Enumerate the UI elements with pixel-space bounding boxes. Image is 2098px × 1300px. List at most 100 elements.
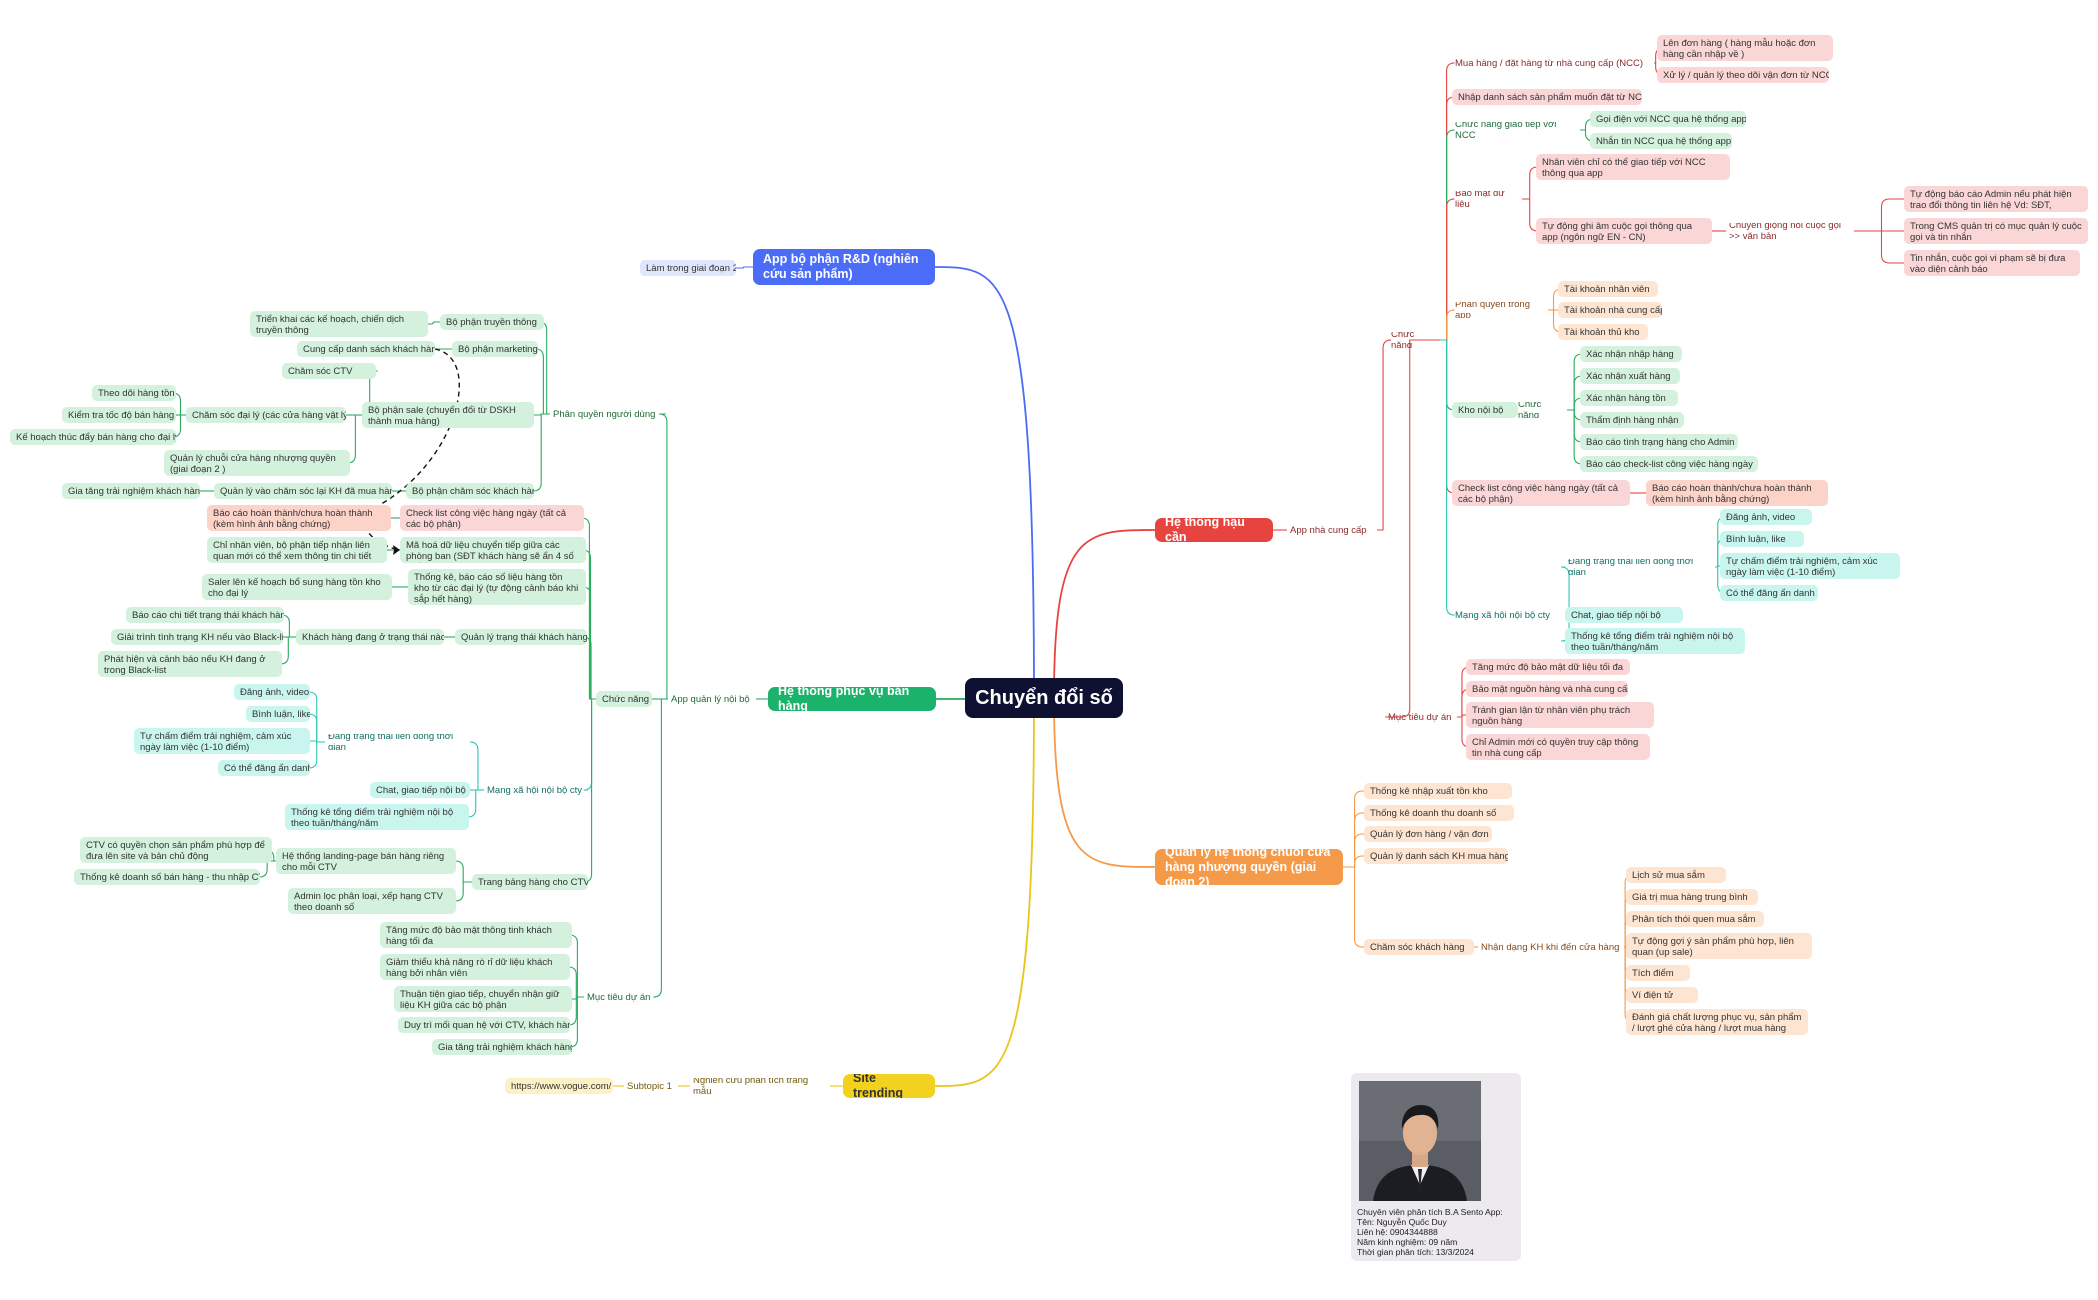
mindmap-node-tu-dong-bao-cao-admin-neu-phat-hien-trao[interactable]: Tự động báo cáo Admin nếu phát hiện trao… <box>1904 186 2088 212</box>
mindmap-node-check-list-cong-viec-hang-ngay-tat-ca-ca[interactable]: Check list công việc hàng ngày (tất cả c… <box>1452 480 1630 506</box>
mindmap-node-xac-nhan-nhap-hang[interactable]: Xác nhận nhập hàng <box>1580 346 1682 362</box>
mindmap-node-muc-tieu-du-an[interactable]: Mục tiêu dự án <box>1388 711 1452 723</box>
mindmap-node-vi-dien-tu[interactable]: Ví điện tử <box>1626 987 1698 1003</box>
mindmap-node-gia-tang-trai-nghiem-khach-hang[interactable]: Gia tăng trải nghiệm khách hàng <box>62 483 200 499</box>
mindmap-node-he-thong-hau-can[interactable]: Hệ thống hậu cần <box>1155 518 1273 542</box>
mindmap-node-chuc-nang[interactable]: Chức năng <box>596 691 652 707</box>
mindmap-node-lich-su-mua-sam[interactable]: Lịch sử mua sắm <box>1626 867 1726 883</box>
mindmap-node-nhan-dang-kh-khi-den-cua-hang[interactable]: Nhận dạng KH khi đến cửa hàng <box>1481 941 1620 953</box>
mindmap-node-kiem-tra-toc-do-ban-hang[interactable]: Kiểm tra tốc độ bán hàng <box>62 407 176 423</box>
mindmap-node-nhap-danh-sach-san-pham-muon-dat-tu-ncc[interactable]: Nhập danh sách sản phẩm muốn đặt từ NCC <box>1452 89 1642 105</box>
mindmap-node-chuyen-giong-noi-cuoc-goi-van-ban[interactable]: Chuyển giọng nói cuộc gọi >> văn bản <box>1729 223 1841 239</box>
mindmap-node-tai-khoan-thu-kho[interactable]: Tài khoản thủ kho <box>1558 324 1648 340</box>
mindmap-node-tranh-gian-lan-tu-nhan-vien-phu-trach-ng[interactable]: Tránh gian lận từ nhân viên phụ trách ng… <box>1466 702 1654 728</box>
root-node[interactable]: Chuyển đổi số <box>965 678 1123 718</box>
mindmap-node-check-list-cong-viec-hang-ngay-tat-ca-ca[interactable]: Check list công việc hàng ngày (tất cả c… <box>400 505 584 531</box>
mindmap-node-nhan-vien-chi-co-the-giao-tiep-voi-ncc-t[interactable]: Nhân viên chỉ có thể giao tiếp với NCC t… <box>1536 154 1730 180</box>
mindmap-node-bao-cao-hoan-thanh-chua-hoan-thanh-kem-h[interactable]: Báo cáo hoàn thành/chưa hoàn thành (kèm … <box>1646 480 1828 506</box>
mindmap-node-quan-ly-chuoi-cua-hang-nhuong-quyen-giai[interactable]: Quản lý chuỗi cửa hàng nhượng quyền (gia… <box>164 450 350 476</box>
mindmap-node-nhan-tin-ncc-qua-he-thong-app[interactable]: Nhắn tin NCC qua hệ thống app <box>1590 133 1732 149</box>
mindmap-node-thong-ke-tong-diem-trai-nghiem-noi-bo-th[interactable]: Thống kê tổng điểm trải nghiệm nội bộ th… <box>285 804 469 830</box>
mindmap-node-khach-hang-dang-o-trang-thai-nao[interactable]: Khách hàng đang ở trạng thái nào <box>296 629 444 645</box>
mindmap-node-xu-ly-quan-ly-theo-doi-van-don-tu-ncc[interactable]: Xử lý / quản lý theo dõi vận đơn từ NCC <box>1657 67 1829 83</box>
mindmap-node-bao-cao-hoan-thanh-chua-hoan-thanh-kem-h[interactable]: Báo cáo hoàn thành/chưa hoàn thành (kèm … <box>207 505 391 531</box>
mindmap-node-dang-anh-video[interactable]: Đăng ảnh, video <box>234 684 310 700</box>
mindmap-node-cung-cap-danh-sach-khach-hang[interactable]: Cung cấp danh sách khách hàng <box>297 341 435 357</box>
mindmap-node-app-nha-cung-cap[interactable]: App nhà cung cấp <box>1290 524 1367 536</box>
mindmap-node-chat-giao-tiep-noi-bo[interactable]: Chat, giao tiếp nội bộ <box>370 782 470 798</box>
mindmap-node-dang-trang-thai-lien-dong-thoi-gian[interactable]: Đăng trạng thái liên dòng thời gian <box>328 734 454 750</box>
mindmap-node-thong-ke-tong-diem-trai-nghiem-noi-bo-th[interactable]: Thống kê tổng điểm trải nghiệm nội bộ th… <box>1565 628 1745 654</box>
mindmap-node-phan-tich-thoi-quen-mua-sam[interactable]: Phân tích thói quen mua sắm <box>1626 911 1764 927</box>
mindmap-node-phat-hien-va-canh-bao-neu-kh-dang-o-tron[interactable]: Phát hiện và cảnh báo nếu KH đang ở tron… <box>98 651 282 677</box>
mindmap-node-he-thong-landing-page-ban-hang-rieng-cho[interactable]: Hệ thống landing-page bán hàng riêng cho… <box>276 848 456 874</box>
mindmap-node-https-www-vogue-com[interactable]: https://www.vogue.com/ <box>505 1078 613 1094</box>
mindmap-node-chuc-nang[interactable]: Chức năng <box>1391 332 1415 348</box>
mindmap-node-binh-luan-like[interactable]: Bình luận, like <box>246 706 310 722</box>
mindmap-node-giai-trinh-tinh-trang-kh-neu-vao-black-l[interactable]: Giải trình tình trạng KH nếu vào Black-l… <box>111 629 283 645</box>
mindmap-node-app-quan-ly-noi-bo[interactable]: App quản lý nội bộ <box>671 693 750 705</box>
mindmap-node-theo-doi-hang-ton[interactable]: Theo dõi hàng tồn <box>92 385 176 401</box>
mindmap-node-bao-mat-du-lieu[interactable]: Bảo mật dữ liệu <box>1455 191 1505 207</box>
mindmap-node-nghien-cuu-phan-tich-trang-mau[interactable]: Nghiên cứu phân tích trang mẫu <box>693 1078 809 1094</box>
mindmap-node-site-trending[interactable]: Site trending <box>843 1074 935 1098</box>
mindmap-node-giam-thieu-kha-nang-ro-ri-du-lieu-khach-[interactable]: Giảm thiểu khả năng rò rỉ dữ liệu khách … <box>380 954 570 980</box>
mindmap-node-chuc-nang[interactable]: Chức năng <box>1518 402 1542 418</box>
mindmap-node-co-the-dang-an-danh[interactable]: Có thể đăng ẩn danh <box>218 760 310 776</box>
mindmap-node-duy-tri-moi-quan-he-voi-ctv-khach-hang[interactable]: Duy trì mối quan hệ với CTV, khách hàng <box>398 1017 570 1033</box>
mindmap-node-trang-bang-hang-cho-ctv[interactable]: Trang bảng hàng cho CTV <box>472 874 588 890</box>
mindmap-node-tu-cham-diem-trai-nghiem-cam-xuc-ngay-la[interactable]: Tự chấm điểm trải nghiệm, cảm xúc ngày l… <box>1720 553 1900 579</box>
mindmap-node-trien-khai-cac-ke-hoach-chien-dich-truye[interactable]: Triển khai các kế hoạch, chiến dịch truy… <box>250 311 428 337</box>
mindmap-node-len-don-hang-hang-mau-hoac-don-hang-can-[interactable]: Lên đơn hàng ( hàng mẫu hoặc đơn hàng cầ… <box>1657 35 1833 61</box>
mindmap-node-dang-trang-thai-lien-dong-thoi-gian[interactable]: Đăng trạng thái liên dòng thời gian <box>1568 559 1694 575</box>
mindmap-node-phan-quyen-nguoi-dung[interactable]: Phân quyền người dùng <box>553 408 656 420</box>
mindmap-node-bo-phan-marketing[interactable]: Bộ phận marketing <box>452 341 538 357</box>
mindmap-node-cham-soc-dai-ly-cac-cua-hang-vat-ly[interactable]: Chăm sóc đại lý (các cửa hàng vật lý) <box>186 407 346 423</box>
mindmap-node-goi-dien-voi-ncc-qua-he-thong-app[interactable]: Gọi điện với NCC qua hệ thống app <box>1590 111 1746 127</box>
mindmap-node-cham-soc-ctv[interactable]: Chăm sóc CTV <box>282 363 376 379</box>
mindmap-node-dang-anh-video[interactable]: Đăng ảnh, video <box>1720 509 1812 525</box>
mindmap-node-tai-khoan-nhan-vien[interactable]: Tài khoản nhân viên <box>1558 281 1658 297</box>
mindmap-node-ma-hoa-du-lieu-chuyen-tiep-giua-cac-phon[interactable]: Mã hoá dữ liệu chuyển tiếp giữa các phòn… <box>400 537 586 563</box>
mindmap-node-ctv-co-quyen-chon-san-pham-phu-hop-de-du[interactable]: CTV có quyền chọn sản phẩm phù hợp để đư… <box>80 837 272 863</box>
mindmap-node-tham-dinh-hang-nhan[interactable]: Thẩm định hàng nhận <box>1580 412 1684 428</box>
mindmap-node-mang-xa-hoi-noi-bo-cty[interactable]: Mạng xã hội nội bộ cty <box>487 784 583 796</box>
mindmap-node-muc-tieu-du-an[interactable]: Mục tiêu dự án <box>587 991 651 1003</box>
mindmap-node-quan-ly-danh-sach-kh-mua-hang[interactable]: Quản lý danh sách KH mua hàng <box>1364 848 1508 864</box>
mindmap-node-phan-quyen-trong-app[interactable]: Phân quyền trong app <box>1455 302 1531 318</box>
mindmap-node-bo-phan-cham-soc-khach-hang[interactable]: Bộ phận chăm sóc khách hàng <box>406 483 534 499</box>
mindmap-node-mua-hang-dat-hang-tu-nha-cung-cap-ncc[interactable]: Mua hàng / đặt hàng từ nhà cung cấp (NCC… <box>1455 57 1644 69</box>
mindmap-node-xac-nhan-hang-ton[interactable]: Xác nhận hàng tồn <box>1580 390 1678 406</box>
mindmap-node-kho-noi-bo[interactable]: Kho nội bộ <box>1452 402 1518 418</box>
mindmap-node-bao-cao-tinh-trang-hang-cho-admin[interactable]: Báo cáo tình trạng hàng cho Admin <box>1580 434 1738 450</box>
mindmap-node-bao-mat-nguon-hang-va-nha-cung-cap[interactable]: Bảo mật nguồn hàng và nhà cung cấp <box>1466 681 1628 697</box>
mindmap-node-bao-cao-chi-tiet-trang-thai-khach-hang[interactable]: Báo cáo chi tiết trạng thái khách hàng <box>126 607 284 623</box>
mindmap-node-bo-phan-truyen-thong[interactable]: Bộ phận truyền thông <box>440 314 544 330</box>
mindmap-node-quan-ly-trang-thai-khach-hang[interactable]: Quản lý trạng thái khách hàng <box>455 629 587 645</box>
mindmap-node-he-thong-phuc-vu-ban-hang[interactable]: Hệ thống phục vụ bán hàng <box>768 687 936 711</box>
mindmap-node-xac-nhan-xuat-hang[interactable]: Xác nhận xuất hàng <box>1580 368 1680 384</box>
mindmap-node-chat-giao-tiep-noi-bo[interactable]: Chat, giao tiếp nội bộ <box>1565 607 1683 623</box>
mindmap-node-quan-ly-vao-cham-soc-lai-kh-da-mua-hang[interactable]: Quản lý vào chăm sóc lại KH đã mua hàng <box>214 483 392 499</box>
mindmap-node-chuc-nang-giao-tiep-voi-ncc[interactable]: Chức năng giao tiếp với NCC <box>1455 122 1557 138</box>
mindmap-node-chi-admin-moi-co-quyen-truy-cap-thong-ti[interactable]: Chỉ Admin mới có quyền truy cập thông ti… <box>1466 734 1650 760</box>
mindmap-node-mang-xa-hoi-noi-bo-cty[interactable]: Mạng xã hội nội bộ cty <box>1455 609 1551 621</box>
mindmap-node-saler-len-ke-hoach-bo-sung-hang-ton-kho-[interactable]: Saler lên kế hoạch bổ sung hàng tồn kho … <box>202 574 392 600</box>
mindmap-node-cham-soc-khach-hang[interactable]: Chăm sóc khách hàng <box>1364 939 1474 955</box>
mindmap-node-thong-ke-bao-cao-so-lieu-hang-ton-kho-tu[interactable]: Thống kê, báo cáo số liệu hàng tồn kho t… <box>408 569 586 605</box>
mindmap-node-tu-dong-ghi-am-cuoc-goi-thong-qua-app-ng[interactable]: Tự động ghi âm cuộc gọi thông qua app (n… <box>1536 218 1712 244</box>
mindmap-node-tang-muc-do-bao-mat-thong-tinh-khach-han[interactable]: Tăng mức độ bảo mật thông tinh khách hàn… <box>380 922 572 948</box>
mindmap-node-gia-tang-trai-nghiem-khach-hang[interactable]: Gia tăng trải nghiệm khách hàng <box>432 1039 572 1055</box>
mindmap-node-tai-khoan-nha-cung-cap[interactable]: Tài khoản nhà cung cấp <box>1558 302 1662 318</box>
mindmap-node-thong-ke-doanh-thu-doanh-so[interactable]: Thống kê doanh thu doanh số <box>1364 805 1514 821</box>
mindmap-node-tu-cham-diem-trai-nghiem-cam-xuc-ngay-la[interactable]: Tự chấm điểm trải nghiệm, cảm xúc ngày l… <box>134 728 310 754</box>
mindmap-node-quan-ly-he-thong-chuoi-cua-hang-nhuong-q[interactable]: Quản lý hệ thống chuỗi cửa hàng nhượng q… <box>1155 849 1343 885</box>
mindmap-node-quan-ly-don-hang-van-don[interactable]: Quản lý đơn hàng / vận đơn <box>1364 826 1492 842</box>
mindmap-node-co-the-dang-an-danh[interactable]: Có thể đăng ẩn danh <box>1720 585 1818 601</box>
mindmap-node-tin-nhan-cuoc-goi-vi-pham-se-bi-dua-vao-[interactable]: Tin nhắn, cuộc gọi vi phạm sẽ bị đưa vào… <box>1904 250 2080 276</box>
mindmap-node-danh-gia-chat-luong-phuc-vu-san-pham-luo[interactable]: Đánh giá chất lượng phục vụ, sản phẩm / … <box>1626 1009 1808 1035</box>
mindmap-node-trong-cms-quan-tri-co-muc-quan-ly-cuoc-g[interactable]: Trong CMS quản trị có mục quản lý cuộc g… <box>1904 218 2088 244</box>
mindmap-node-bo-phan-sale-chuyen-doi-tu-dskh-thanh-mu[interactable]: Bộ phận sale (chuyển đổi từ DSKH thành m… <box>362 402 534 428</box>
mindmap-node-thuan-tien-giao-tiep-chuyen-nhan-giu-lie[interactable]: Thuận tiện giao tiếp, chuyển nhận giữ li… <box>394 986 572 1012</box>
mindmap-node-chi-nhan-vien-bo-phan-tiep-nhan-lien-qua[interactable]: Chỉ nhân viên, bộ phận tiếp nhận liên qu… <box>207 537 387 563</box>
